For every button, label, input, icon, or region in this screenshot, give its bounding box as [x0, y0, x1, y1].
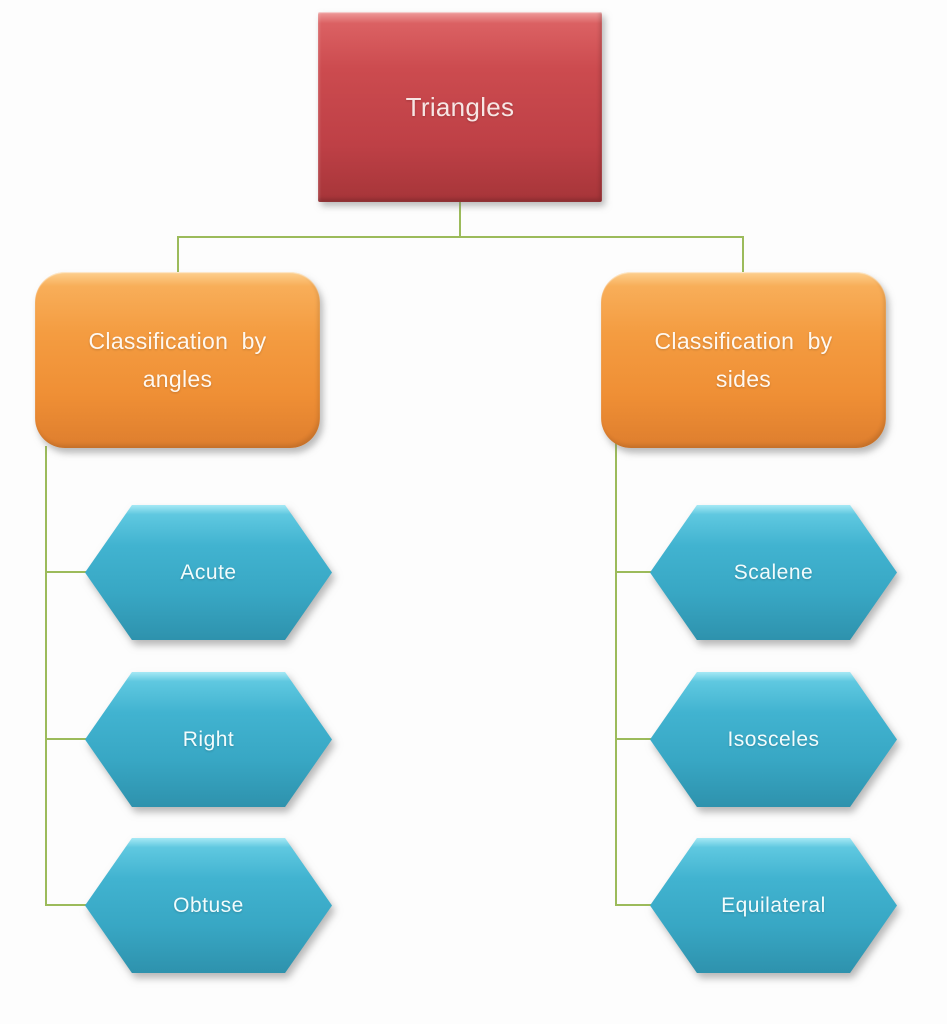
hexagon-shape: Obtuse — [85, 838, 332, 973]
branch-node-classification-by-sides: Classification by sides — [601, 272, 886, 448]
connector-rail-sides — [615, 443, 617, 906]
connector-branch-obtuse — [45, 904, 87, 906]
connector-main-horizontal — [177, 236, 744, 238]
leaf-node-right: Right — [85, 672, 332, 807]
connector-branch-right — [45, 738, 87, 740]
hexagon-shape: Isosceles — [650, 672, 897, 807]
connector-branch-scalene — [615, 571, 653, 573]
leaf-node-scalene: Scalene — [650, 505, 897, 640]
leaf-node-isosceles: Isosceles — [650, 672, 897, 807]
leaf-node-label: Right — [182, 727, 235, 751]
hexagon-shape: Right — [85, 672, 332, 807]
root-node-triangles: Triangles — [318, 12, 602, 202]
leaf-node-label: Acute — [180, 560, 237, 584]
hexagon-shape: Scalene — [650, 505, 897, 640]
branch-node-label: Classification by angles — [88, 328, 267, 392]
connector-rail-angles — [45, 446, 47, 906]
hexagon-shape: Acute — [85, 505, 332, 640]
leaf-node-obtuse: Obtuse — [85, 838, 332, 973]
leaf-node-acute: Acute — [85, 505, 332, 640]
hexagon-shape: Equilateral — [650, 838, 897, 973]
leaf-node-label: Isosceles — [727, 727, 820, 751]
leaf-node-label: Scalene — [733, 560, 814, 584]
connector-branch-acute — [45, 571, 87, 573]
branch-node-classification-by-angles: Classification by angles — [35, 272, 320, 448]
connector-root-stem — [459, 202, 461, 238]
leaf-node-label: Equilateral — [721, 893, 826, 917]
connector-drop-sides — [742, 236, 744, 274]
root-node-label: Triangles — [405, 91, 515, 122]
connector-drop-angles — [177, 236, 179, 274]
connector-branch-equilateral — [615, 904, 653, 906]
connector-branch-isosceles — [615, 738, 653, 740]
leaf-node-label: Obtuse — [173, 893, 244, 917]
branch-node-label: Classification by sides — [654, 328, 833, 392]
leaf-node-equilateral: Equilateral — [650, 838, 897, 973]
